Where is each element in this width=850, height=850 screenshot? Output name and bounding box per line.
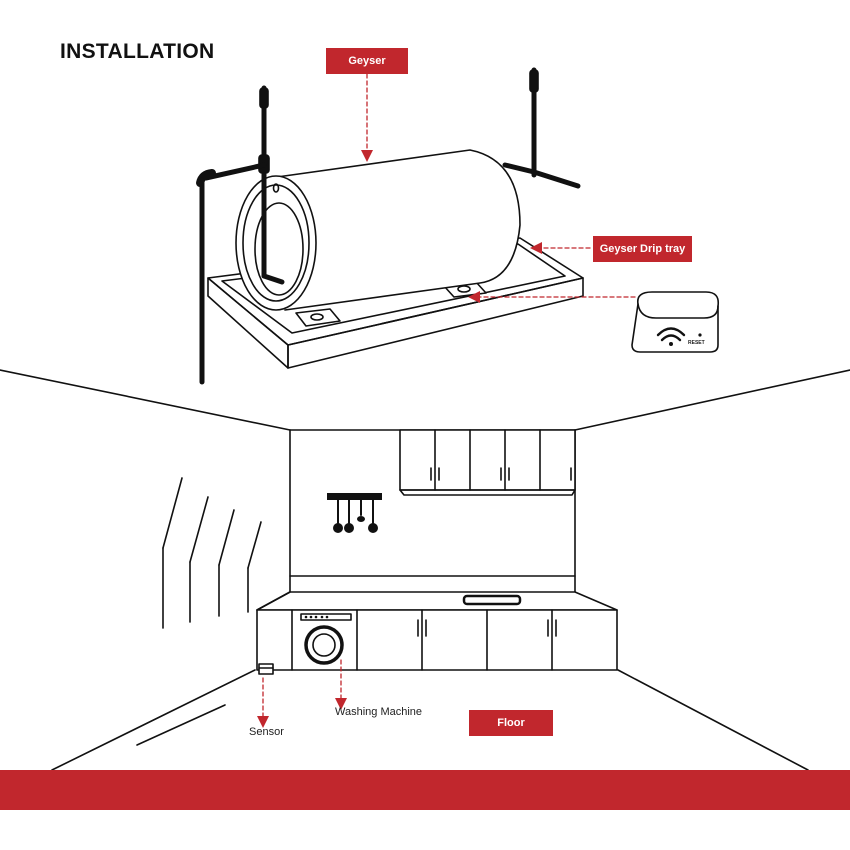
washing-machine-label: Washing Machine [335,706,423,718]
geyser-bracket-left [196,85,285,385]
sensor-icon [258,663,274,675]
arrow-lines [262,73,636,717]
footer-band [0,770,850,810]
page-title: INSTALLATION [60,40,215,63]
geyser-bracket-right [502,67,581,189]
arrow-heads [257,150,542,728]
drip-tray-label: Geyser Drip tray [599,243,686,255]
geyser-tag [326,48,408,74]
wifi-icon [656,327,686,346]
geyser-label: Geyser [348,55,386,67]
drip-tray-tag [593,236,692,262]
geyser-icon [235,149,521,311]
window-lines [162,477,262,629]
floor-tag [469,710,553,736]
washing-machine-icon [300,613,352,665]
floor-label: Floor [497,717,525,729]
wall-cabinets [399,429,576,496]
kitchen-utensils-icon [327,493,382,533]
reset-label: RESET [688,340,705,346]
sensor-label: Sensor [249,726,284,738]
sensor-device-icon [631,291,720,353]
